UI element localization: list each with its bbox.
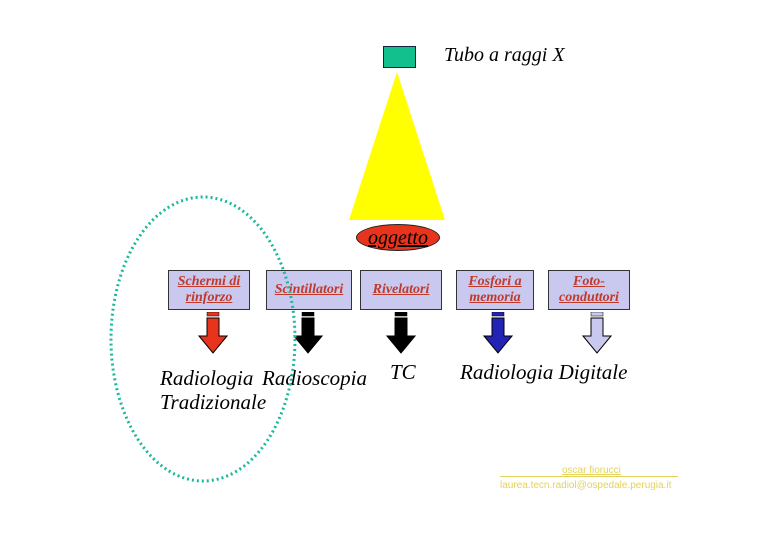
footer-divider — [500, 476, 678, 477]
object-label: oggetto — [368, 226, 428, 249]
detector-label: Scintillatori — [274, 282, 344, 297]
arrow-down-icon — [293, 312, 323, 354]
footer-email: laurea.tecn.radiol@ospedale.perugia.it — [500, 480, 672, 491]
detector-label: Fosfori a memoria — [468, 274, 522, 305]
detector-box-fotoconduttori: Foto- conduttori — [548, 270, 630, 310]
xray-tube-icon — [383, 46, 416, 68]
result-radiologia-digitale: Radiologia Digitale — [460, 360, 628, 384]
object-ellipse: oggetto — [356, 224, 440, 251]
detector-box-rivelatori: Rivelatori — [360, 270, 442, 310]
detector-label: Rivelatori — [372, 282, 430, 297]
arrow-down-icon — [198, 312, 228, 354]
footer-name: oscar fiorucci — [562, 465, 621, 476]
detector-box-schermi: Schermi di rinforzo — [168, 270, 250, 310]
arrow-down-icon — [386, 312, 416, 354]
highlight-ellipse — [109, 195, 297, 483]
arrow-down-icon — [582, 312, 612, 354]
detector-box-fosfori: Fosfori a memoria — [456, 270, 534, 310]
xray-beam — [349, 72, 445, 220]
result-tc: TC — [390, 360, 416, 384]
xray-tube-label: Tubo a raggi X — [444, 44, 565, 66]
arrow-down-icon — [483, 312, 513, 354]
detector-label: Foto- conduttori — [559, 274, 619, 305]
result-radiologia-tradizionale: Radiologia Tradizionale — [160, 366, 267, 414]
result-radioscopia: Radioscopia — [262, 366, 367, 390]
detector-label: Schermi di rinforzo — [177, 274, 241, 305]
detector-box-scintillatori: Scintillatori — [266, 270, 352, 310]
